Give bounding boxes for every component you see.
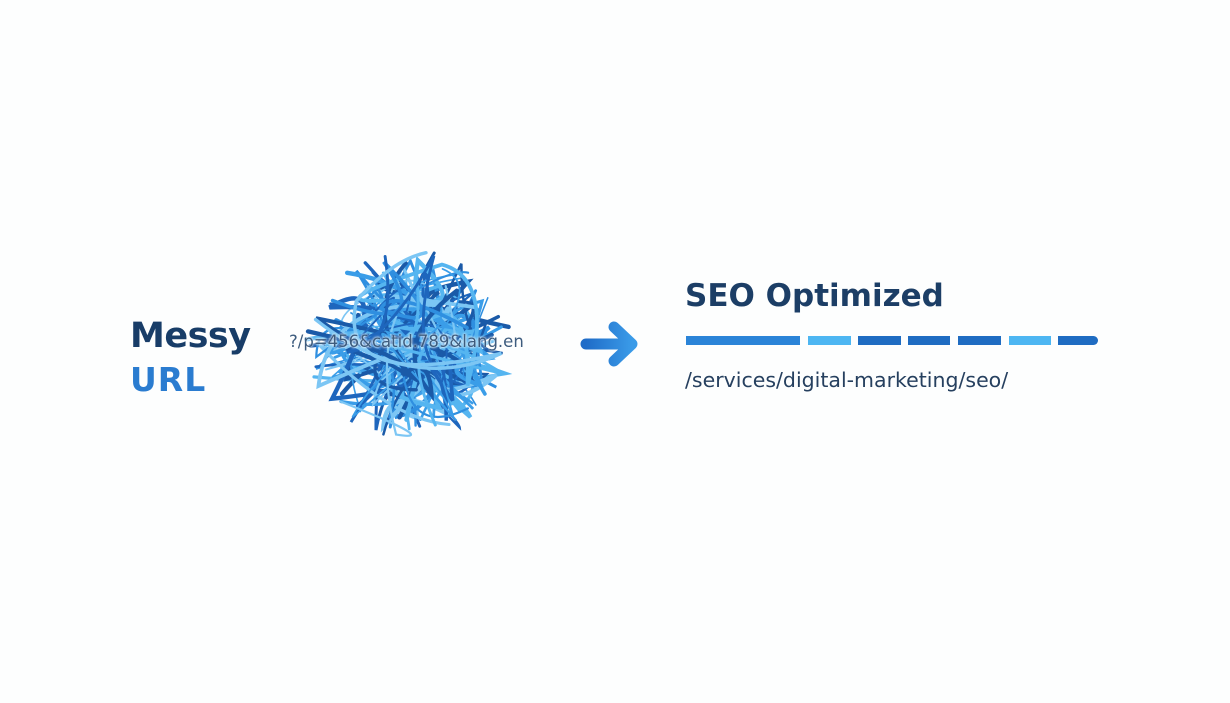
dash-segment — [908, 336, 950, 345]
scribble-stroke — [339, 282, 457, 437]
scribble-stroke — [313, 251, 503, 370]
scribble-stroke — [330, 260, 469, 330]
dash-segment — [808, 336, 851, 345]
dash-segment — [1009, 336, 1051, 345]
dash-segment — [1058, 336, 1098, 345]
dash-segment — [958, 336, 1001, 345]
progress-dashes — [686, 336, 1101, 346]
dash-segment — [858, 336, 901, 345]
clean-url-text: /services/digital-marketing/seo/ — [685, 368, 1009, 392]
tangled-scribble-icon — [304, 251, 513, 437]
url-label: URL — [130, 360, 207, 399]
scribble-stroke — [346, 254, 442, 377]
messy-label: Messy — [130, 316, 251, 356]
arrow-right-icon — [580, 321, 638, 367]
seo-optimized-title: SEO Optimized — [685, 278, 944, 314]
scribble-stroke — [373, 290, 475, 392]
dash-segment — [686, 336, 800, 345]
messy-url-text: ?/p=456&catid.789&lang.en — [289, 332, 524, 351]
